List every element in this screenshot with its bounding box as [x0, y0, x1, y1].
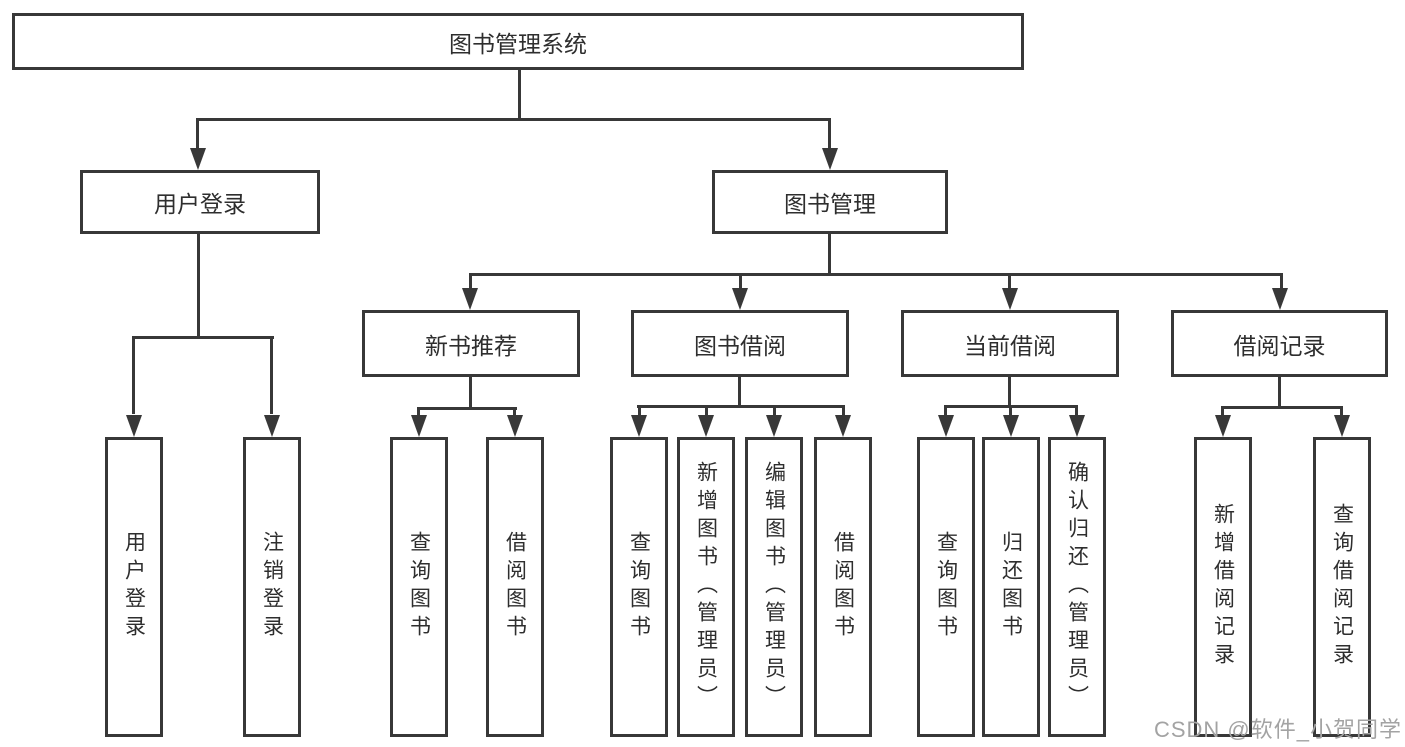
- leaf-br-query-record: 查询借阅记录: [1313, 437, 1371, 737]
- arrowhead-borrow-record: [1272, 288, 1288, 310]
- arrowhead-bb-query: [631, 415, 647, 437]
- arrowhead-br-query: [1334, 415, 1350, 437]
- connector-new-book-stem: [469, 377, 472, 407]
- node-user-login: 用户登录: [80, 170, 320, 234]
- leaf-nb-query-book: 查询图书: [390, 437, 448, 737]
- connector-current-borrow-drop: [1008, 273, 1011, 291]
- connector-root-stem: [518, 69, 521, 118]
- arrowhead-logout-leaf: [264, 415, 280, 437]
- leaf-bb-edit-book-admin: 编辑图书（管理员）: [745, 437, 803, 737]
- connector-book-management-stem: [828, 234, 831, 273]
- arrowhead-nb-query: [411, 415, 427, 437]
- connector-logout-leaf-drop: [270, 336, 273, 414]
- arrowhead-user-login: [190, 148, 206, 170]
- connector-book-borrow-rail: [637, 405, 845, 408]
- node-book-management: 图书管理: [712, 170, 948, 234]
- connector-br-add-drop: [1221, 406, 1224, 417]
- arrowhead-login-leaf: [126, 415, 142, 437]
- arrowhead-nb-borrow: [507, 415, 523, 437]
- connector-nb-query-drop: [417, 407, 420, 417]
- arrowhead-cb-query: [938, 415, 954, 437]
- node-current-borrow: 当前借阅: [901, 310, 1119, 377]
- connector-current-borrow-stem: [1008, 377, 1011, 405]
- leaf-bb-borrow-book: 借阅图书: [814, 437, 872, 737]
- arrowhead-bb-borrow: [835, 415, 851, 437]
- leaf-br-add-record: 新增借阅记录: [1194, 437, 1252, 737]
- connector-level3-rail: [469, 273, 1283, 276]
- connector-user-login-stem: [197, 234, 200, 336]
- arrowhead-book-borrow: [732, 288, 748, 310]
- arrowhead-cb-confirm: [1069, 415, 1085, 437]
- node-borrow-record: 借阅记录: [1171, 310, 1388, 377]
- connector-br-query-drop: [1340, 406, 1343, 417]
- connector-cb-query-drop: [944, 405, 947, 417]
- connector-cb-return-drop: [1009, 405, 1012, 417]
- connector-new-book-rail: [417, 407, 517, 410]
- connector-book-borrow-drop: [739, 273, 742, 291]
- connector-borrow-record-stem: [1278, 377, 1281, 406]
- arrowhead-cb-return: [1003, 415, 1019, 437]
- connector-bb-edit-drop: [773, 405, 776, 417]
- connector-borrow-record-rail: [1221, 406, 1343, 409]
- connector-cb-confirm-drop: [1075, 405, 1078, 417]
- connector-book-management-drop: [828, 118, 831, 152]
- connector-new-book-drop: [469, 273, 472, 291]
- arrowhead-bb-edit: [766, 415, 782, 437]
- connector-user-login-rail: [132, 336, 274, 339]
- arrowhead-current-borrow: [1002, 288, 1018, 310]
- arrowhead-bb-add: [698, 415, 714, 437]
- leaf-cb-confirm-return-admin: 确认归还（管理员）: [1048, 437, 1106, 737]
- connector-level2-rail: [196, 118, 831, 121]
- node-book-borrow: 图书借阅: [631, 310, 849, 377]
- csdn-watermark: CSDN @软件_小贺同学: [1153, 717, 1402, 742]
- leaf-cb-return-book: 归还图书: [982, 437, 1040, 737]
- leaf-cb-query-book: 查询图书: [917, 437, 975, 737]
- connector-bb-add-drop: [705, 405, 708, 417]
- node-new-book-recommend: 新书推荐: [362, 310, 580, 377]
- leaf-nb-borrow-book: 借阅图书: [486, 437, 544, 737]
- connector-user-login-drop: [196, 118, 199, 152]
- connector-nb-borrow-drop: [513, 407, 516, 417]
- connector-login-leaf-drop: [132, 336, 135, 414]
- connector-bb-query-drop: [638, 405, 641, 417]
- connector-bb-borrow-drop: [842, 405, 845, 417]
- leaf-bb-query-book: 查询图书: [610, 437, 668, 737]
- arrowhead-book-management: [822, 148, 838, 170]
- leaf-logout: 注销登录: [243, 437, 301, 737]
- connector-borrow-record-drop: [1280, 273, 1283, 291]
- arrowhead-new-book: [462, 288, 478, 310]
- leaf-user-login: 用户登录: [105, 437, 163, 737]
- leaf-bb-add-book-admin: 新增图书（管理员）: [677, 437, 735, 737]
- node-book-management-system: 图书管理系统: [12, 13, 1024, 70]
- connector-book-borrow-stem: [738, 377, 741, 405]
- arrowhead-br-add: [1215, 415, 1231, 437]
